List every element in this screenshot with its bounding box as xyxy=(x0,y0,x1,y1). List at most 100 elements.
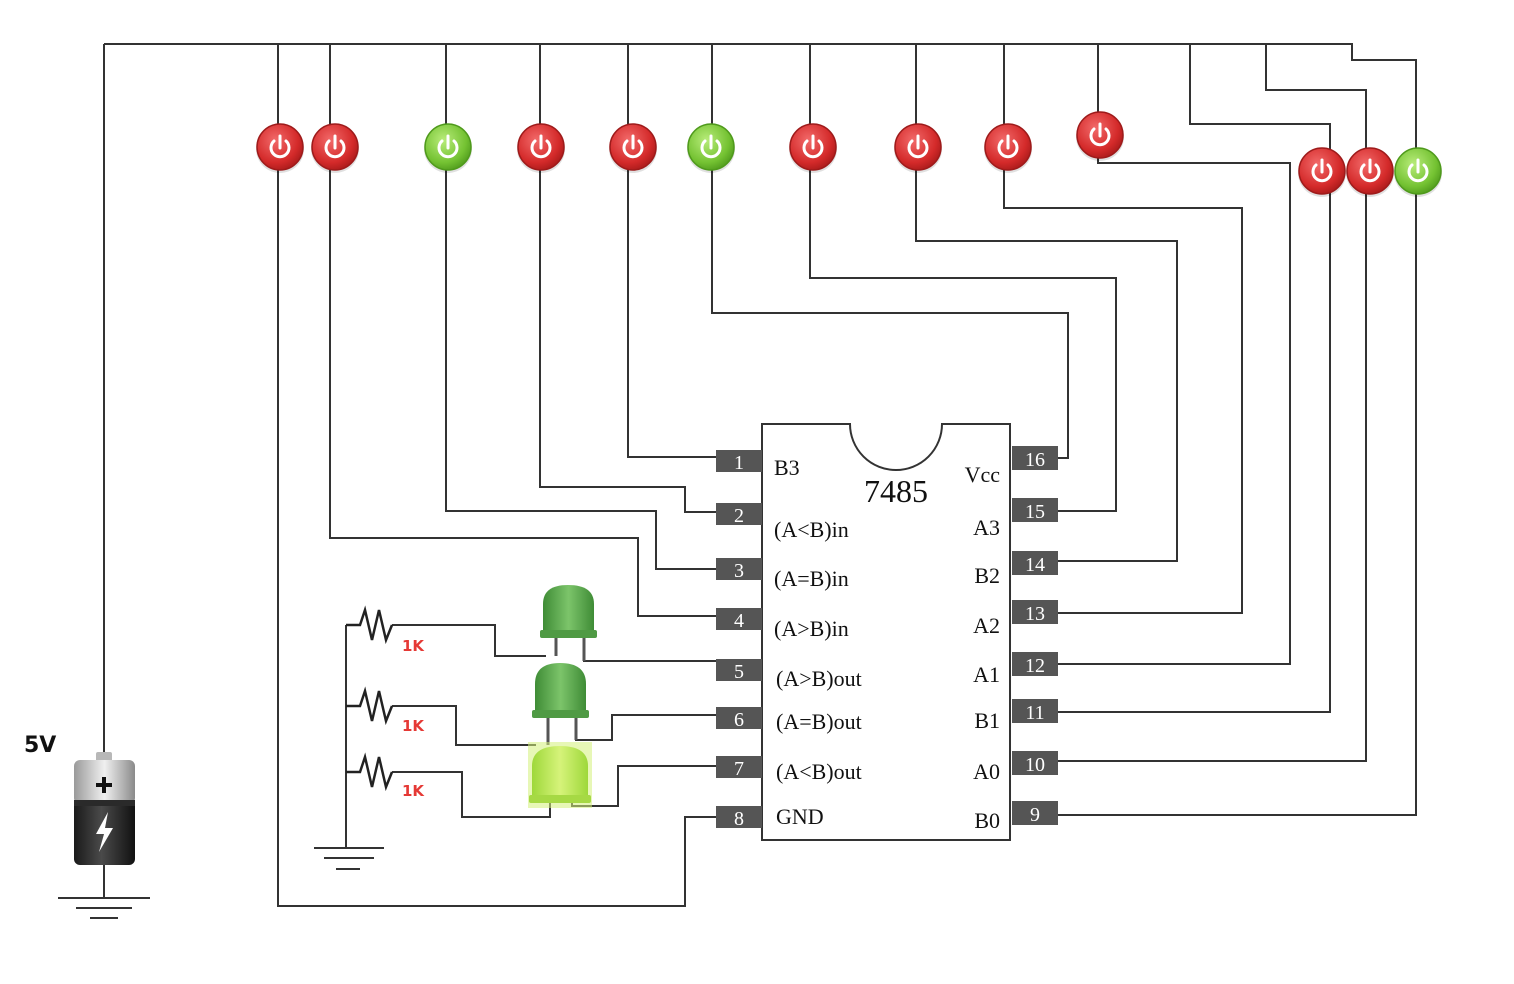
wire-led-3-pin-7 xyxy=(571,765,716,807)
power-icon xyxy=(700,134,722,159)
pin-label: GND xyxy=(776,804,824,829)
wire-resistor-2-led-2 xyxy=(392,705,536,746)
power-icon xyxy=(622,134,644,159)
pin-number: 6 xyxy=(734,709,744,731)
pin-number: 1 xyxy=(734,452,744,474)
battery xyxy=(74,752,135,865)
pin-label: B3 xyxy=(774,455,800,480)
power-icon xyxy=(907,134,929,159)
pin-12: 12 A1 xyxy=(973,652,1058,687)
pin-2: 2(A<B)in xyxy=(716,503,849,542)
resistor-1-label: 1K xyxy=(402,637,425,655)
pin-6: 6 (A=B)out xyxy=(716,707,862,734)
pin-5: 5 (A>B)out xyxy=(716,659,862,691)
battery-voltage-label: 5V xyxy=(24,733,56,758)
power-switch-4[interactable] xyxy=(517,123,565,173)
wire-switch-8-to-pin-14 xyxy=(915,170,1178,562)
wire-switch-12-to-pin-10 xyxy=(1058,192,1367,762)
wire-switch-9-to-pin-13 xyxy=(1003,170,1243,614)
power-icon xyxy=(802,134,824,159)
wire-led-1-pin-5 xyxy=(583,638,716,662)
pin-number: 7 xyxy=(734,758,744,780)
power-icon xyxy=(1407,158,1429,183)
power-switch-2[interactable] xyxy=(311,123,359,173)
pin-label: A2 xyxy=(973,613,1000,638)
power-icon xyxy=(997,134,1019,159)
power-icon xyxy=(530,134,552,159)
pin-number: 3 xyxy=(734,560,744,582)
pin-3: 3 (A=B)in xyxy=(716,558,849,591)
pin-number: 5 xyxy=(734,661,744,683)
resistor-1 xyxy=(346,605,394,645)
power-switch-8[interactable] xyxy=(894,123,942,173)
wire-switch-4-to-pin-2 xyxy=(539,170,716,513)
pin-number: 14 xyxy=(1025,554,1045,576)
resistor-3-label: 1K xyxy=(402,782,425,800)
lightning-icon xyxy=(96,812,113,852)
pin-label: (A<B)out xyxy=(776,759,862,784)
wire-switch-11-top xyxy=(1189,44,1331,150)
pin-1: 1 B3 xyxy=(716,450,800,480)
switches xyxy=(256,111,1442,197)
pin-label: (A>B)out xyxy=(776,666,862,691)
resistor-2 xyxy=(346,686,394,726)
power-icon xyxy=(437,134,459,159)
pin-label: B2 xyxy=(974,563,1000,588)
wire-top-rail xyxy=(104,43,1417,816)
pin-label: Vcc xyxy=(965,462,1001,487)
wire-switch-7-to-pin-15 xyxy=(809,170,1117,512)
pin-label: A1 xyxy=(973,662,1000,687)
pin-number: 8 xyxy=(734,808,744,830)
pin-label: A3 xyxy=(973,515,1000,540)
resistor-2-label: 1K xyxy=(402,717,425,735)
power-switch-13[interactable] xyxy=(1394,147,1442,197)
power-switch-9[interactable] xyxy=(984,123,1032,173)
power-switch-12[interactable] xyxy=(1346,147,1394,197)
wire-switch-2-to-pin-4 xyxy=(329,170,716,617)
pin-number: 10 xyxy=(1025,754,1045,776)
pin-label: B0 xyxy=(974,808,1000,833)
power-switch-1[interactable] xyxy=(256,123,304,173)
pin-8: 8 GND xyxy=(716,804,824,830)
pin-number: 4 xyxy=(734,610,744,632)
wire-switch-11-to-pin-11 xyxy=(1058,192,1331,713)
power-icon xyxy=(1089,122,1111,147)
pin-number: 12 xyxy=(1025,655,1045,677)
power-icon xyxy=(1311,158,1333,183)
power-icon xyxy=(324,134,346,159)
wire-resistor-3-led-3 xyxy=(392,771,551,818)
pin-number: 15 xyxy=(1025,501,1045,523)
pin-label: (A=B)in xyxy=(774,566,849,591)
pin-number: 9 xyxy=(1030,804,1040,826)
power-switch-3[interactable] xyxy=(424,123,472,173)
ground-symbol-battery xyxy=(58,897,150,919)
pin-number: 13 xyxy=(1025,603,1045,625)
wire-switch-6-to-pin-16 xyxy=(711,170,1069,459)
wire-switch-3-to-pin-3 xyxy=(445,170,716,570)
led-1 xyxy=(540,585,597,661)
power-switch-10[interactable] xyxy=(1076,111,1124,161)
resistor-3 xyxy=(346,752,394,792)
pin-13: 13 A2 xyxy=(973,600,1058,638)
wires xyxy=(58,43,1417,919)
pin-7: 7 (A<B)out xyxy=(716,756,862,784)
power-switch-6[interactable] xyxy=(687,123,735,173)
wire-switch-10-to-pin-12 xyxy=(1058,157,1291,665)
pin-label: B1 xyxy=(974,708,1000,733)
power-switch-7[interactable] xyxy=(789,123,837,173)
pin-number: 2 xyxy=(734,505,744,527)
pin-label: (A=B)out xyxy=(776,709,862,734)
power-switch-11[interactable] xyxy=(1298,147,1346,197)
power-switch-5[interactable] xyxy=(609,123,657,173)
pin-14: 14 B2 xyxy=(974,551,1058,588)
ground-symbol-leds xyxy=(314,847,384,870)
plus-icon xyxy=(96,777,112,793)
wire-switch-1-to-pin-8 xyxy=(277,170,716,907)
